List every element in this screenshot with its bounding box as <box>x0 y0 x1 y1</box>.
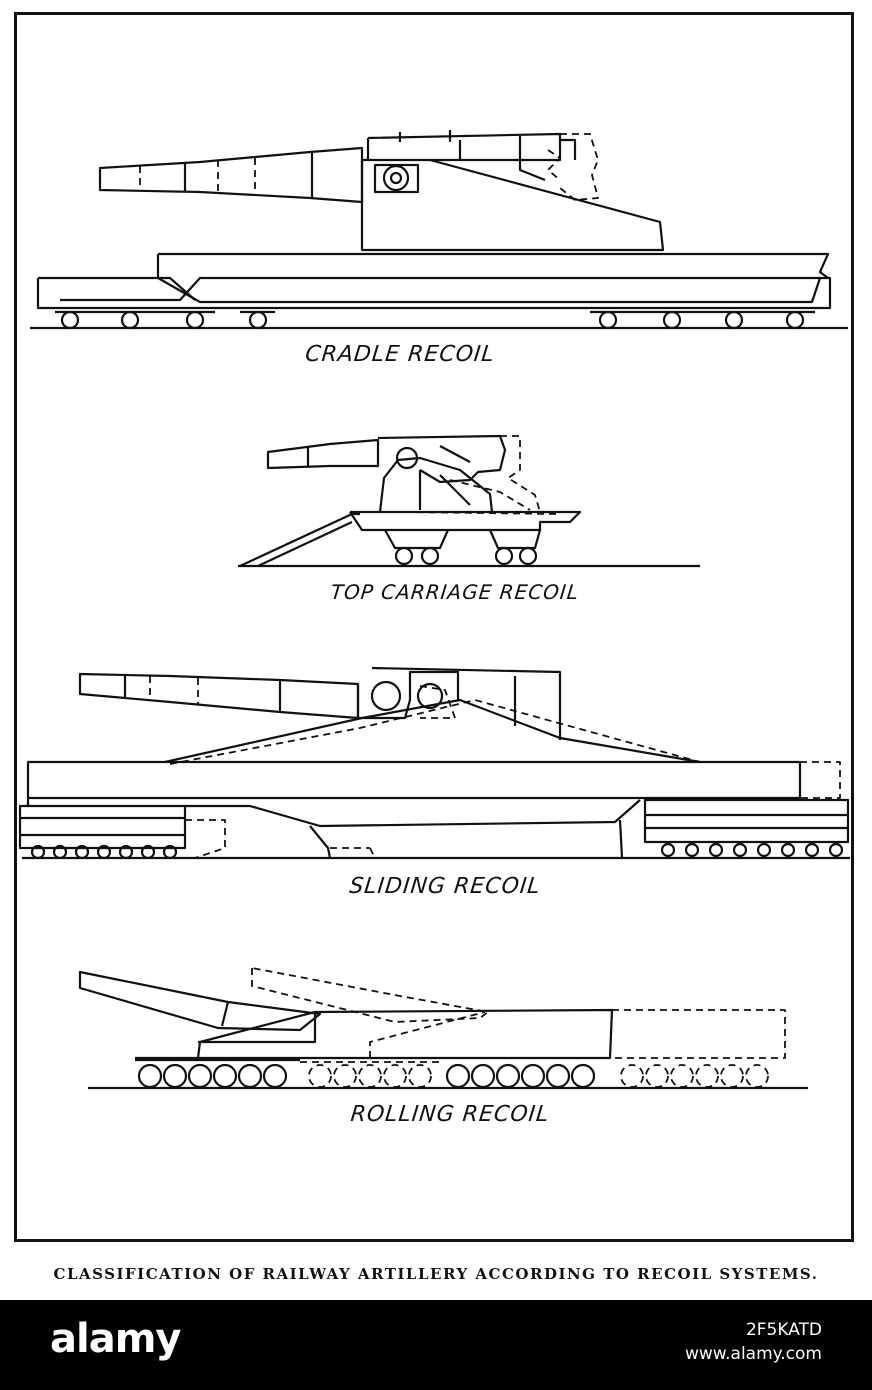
top-carriage-recoil-gun <box>238 434 700 568</box>
watermark-id: 2F5KATD www.alamy.com <box>685 1318 822 1366</box>
image-id: 2F5KATD <box>745 1320 822 1340</box>
figure-caption: CLASSIFICATION OF RAILWAY ARTILLERY ACCO… <box>53 1265 819 1283</box>
watermark-brand: alamy <box>50 1316 181 1362</box>
top-carriage-recoil-label: TOP CARRIAGE RECOIL <box>329 580 581 604</box>
cradle-recoil-gun <box>30 130 848 330</box>
cradle-recoil-label: CRADLE RECOIL <box>303 342 497 367</box>
rolling-recoil-label: ROLLING RECOIL <box>349 1102 551 1127</box>
sliding-recoil-gun <box>18 666 850 860</box>
watermark-site: www.alamy.com <box>684 1344 822 1364</box>
sliding-recoil-label: SLIDING RECOIL <box>348 874 542 899</box>
watermark-footer <box>0 1300 872 1390</box>
recoil-diagrams <box>18 130 850 1090</box>
rolling-recoil-gun <box>78 967 808 1090</box>
figure-frame <box>14 12 854 1242</box>
